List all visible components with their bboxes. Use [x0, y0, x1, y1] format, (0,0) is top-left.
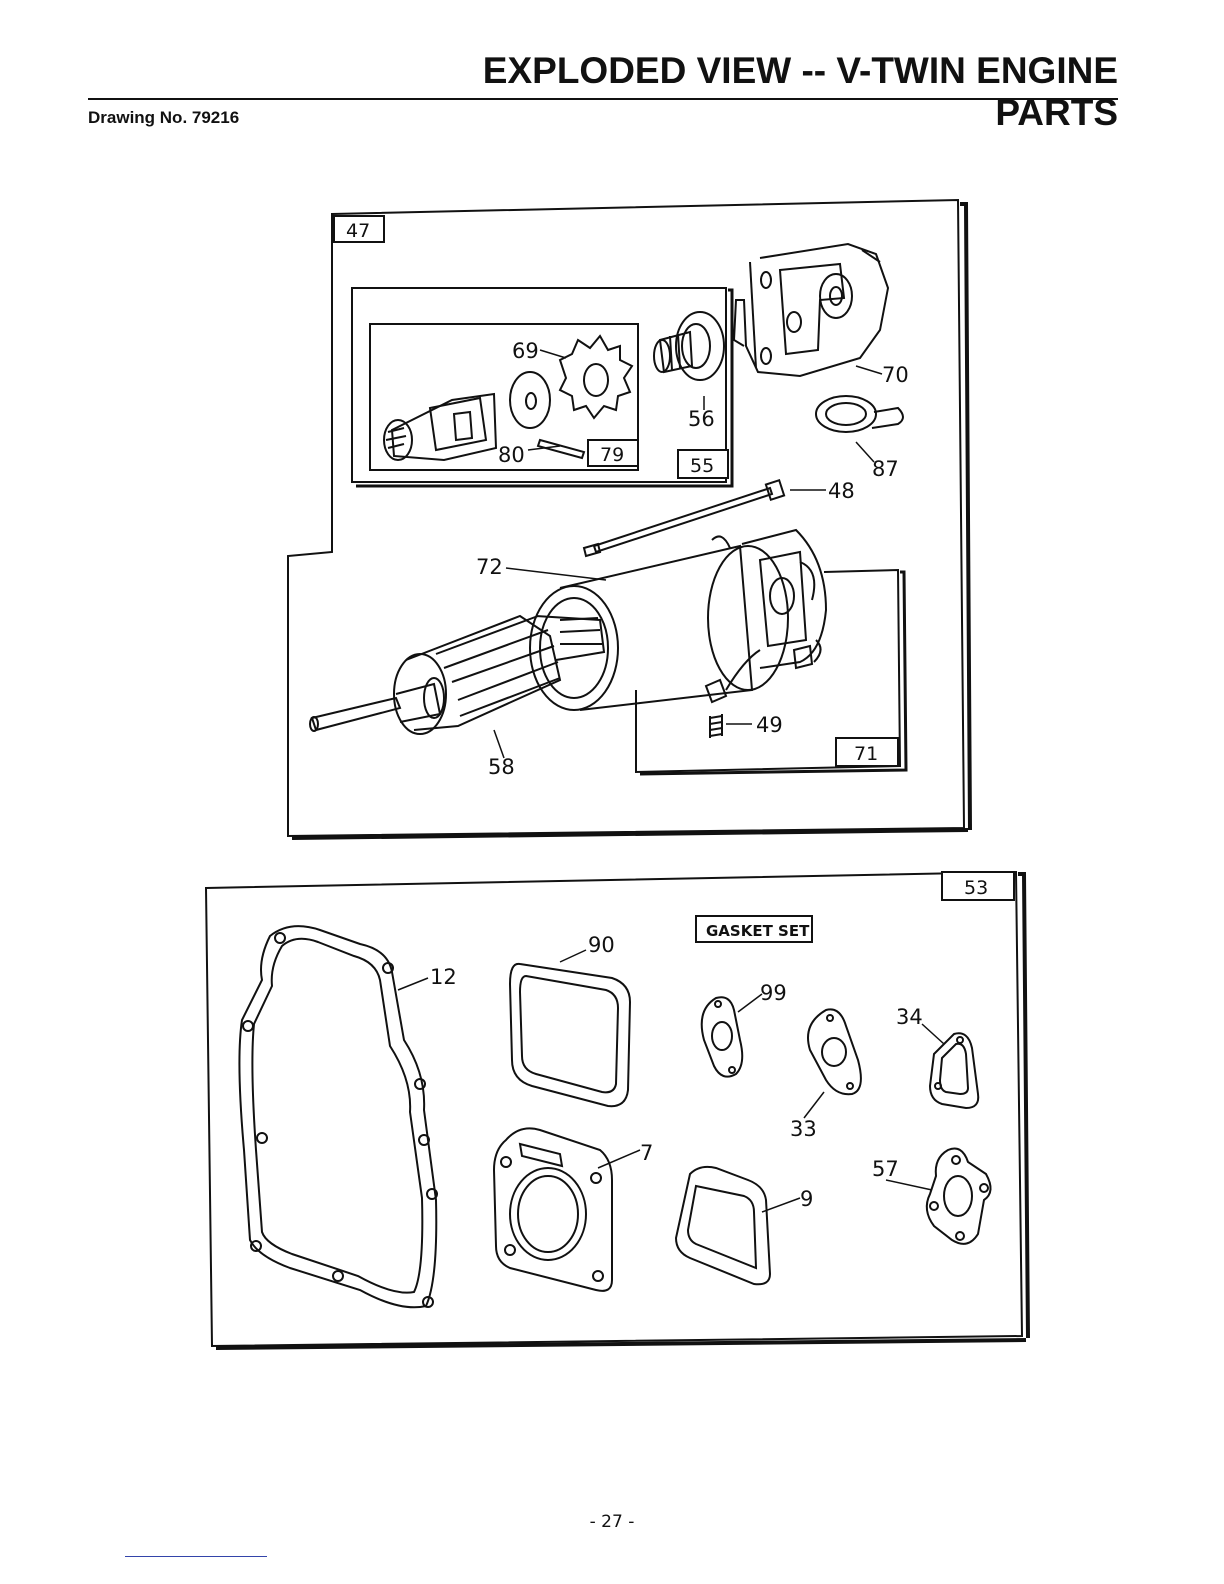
- motor-housing-part: [530, 546, 788, 710]
- through-bolt-part: [584, 480, 784, 556]
- breather-gasket-part: [676, 1167, 770, 1284]
- callout-69: 69: [512, 339, 539, 363]
- callout-72: 72: [476, 555, 503, 579]
- roll-pin-part: [538, 440, 584, 458]
- carburetor-gasket-part: [808, 1009, 861, 1094]
- starter-label-text: 47: [346, 220, 370, 242]
- callout-33: 33: [790, 1117, 817, 1141]
- callout-34: 34: [896, 1005, 923, 1029]
- callout-57: 57: [872, 1157, 899, 1181]
- pinion-kit-label: 79: [600, 444, 624, 466]
- washer-part: [510, 372, 550, 428]
- page-number: - 27 -: [0, 1512, 1224, 1532]
- oil-seal-part: [816, 396, 903, 432]
- brush-spring-part: [710, 714, 722, 738]
- callout-70: 70: [882, 363, 909, 387]
- footer-rule: [125, 1556, 267, 1557]
- drive-end-cap-part: [734, 244, 888, 376]
- callout-48: 48: [828, 479, 855, 503]
- starter-callouts: 69 56 70 87 48 72 80 58 49: [476, 339, 909, 779]
- pinion-gear-part: [560, 336, 632, 418]
- crankcase-gasket-part: [239, 926, 437, 1307]
- callout-9: 9: [800, 1187, 813, 1211]
- armature-part: [310, 616, 604, 734]
- cylinder-head-gasket-part: [494, 1128, 612, 1291]
- air-cleaner-gasket-part: [930, 1033, 978, 1108]
- callout-56: 56: [688, 407, 715, 431]
- drive-sleeve-part: [384, 394, 496, 460]
- callout-12: 12: [430, 965, 457, 989]
- callout-49: 49: [756, 713, 783, 737]
- gasket-box-label-text: 53: [964, 877, 988, 899]
- gasket-set-tag-text: GASKET SET: [706, 922, 810, 940]
- rocker-cover-gasket-part: [510, 964, 630, 1106]
- gasket-set-panel: [206, 872, 1028, 1348]
- callout-90: 90: [588, 933, 615, 957]
- callout-7: 7: [640, 1141, 653, 1165]
- callout-99: 99: [760, 981, 787, 1005]
- gasket-callouts: 12 90 99 34 33 7 9 57: [430, 933, 923, 1211]
- exhaust-gasket-part: [927, 1149, 991, 1244]
- callout-80: 80: [498, 443, 525, 467]
- clutch-drive-part: [654, 312, 724, 380]
- callout-58: 58: [488, 755, 515, 779]
- gasket-leader-lines: [398, 950, 944, 1212]
- callout-87: 87: [872, 457, 899, 481]
- end-cap-kit-label: 71: [854, 743, 878, 765]
- drive-kit-label: 55: [690, 455, 714, 477]
- intake-gasket-part: [702, 997, 743, 1076]
